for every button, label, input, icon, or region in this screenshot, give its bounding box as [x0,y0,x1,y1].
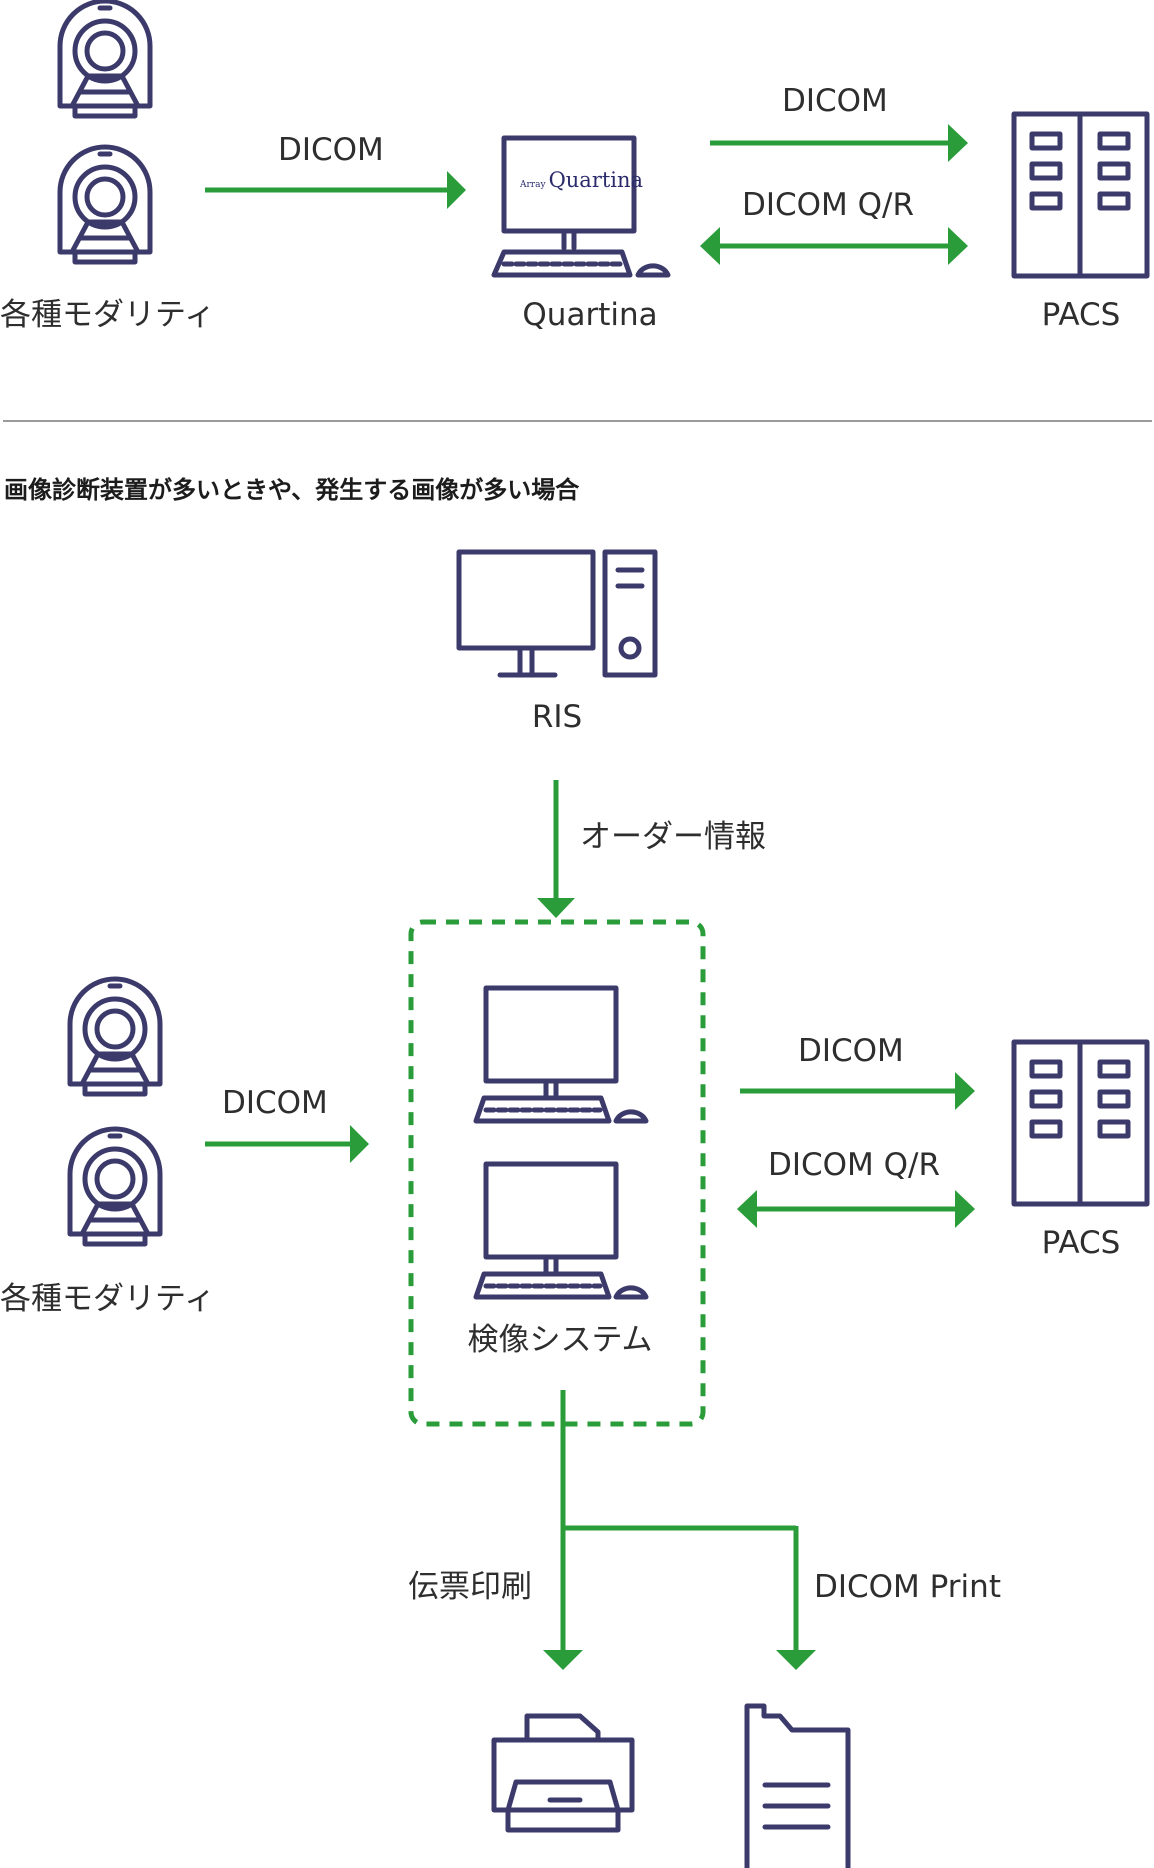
quartina-logo-text: Quartina [548,168,644,192]
modality-icon [70,1129,160,1244]
printer-icon [491,1713,635,1833]
dicom-label: DICOM [798,1033,904,1069]
pacs-server-icon [1014,1042,1147,1204]
workstation-icon [476,1164,646,1297]
quartina-label: Quartina [522,297,658,333]
quartina-logo: Array Quartina [520,168,643,192]
pacs-server-icon [1014,114,1147,276]
modalities-label: 各種モダリティ [0,297,216,333]
modality-icon [60,147,150,262]
quartina-workstation-icon [491,135,671,278]
quartina-logo-small: Array [520,180,546,190]
workstation-icon [476,988,646,1121]
modality-icon [70,979,160,1094]
section-heading: 画像診断装置が多いときや、発生する画像が多い場合 [4,476,580,504]
dicom-qr-label: DICOM Q/R [768,1147,941,1183]
dicom-label: DICOM [222,1085,328,1121]
order-info-label: オーダー情報 [580,819,766,855]
dicom-label: DICOM [278,132,384,168]
slip-print-label: 伝票印刷 [408,1569,532,1605]
ris-label: RIS [531,699,583,735]
inspection-system-label: 検像システム [467,1322,653,1358]
dicom-qr-label: DICOM Q/R [742,187,915,223]
dicom-print-document-icon [744,1703,851,1868]
pacs-label: PACS [1041,297,1121,333]
modality-icon [60,1,150,116]
modalities-label: 各種モダリティ [0,1281,216,1317]
dicom-print-label: DICOM Print [814,1569,1001,1605]
dicom-label: DICOM [782,83,888,119]
pacs-label: PACS [1041,1225,1121,1261]
ris-computer-icon [456,549,658,678]
